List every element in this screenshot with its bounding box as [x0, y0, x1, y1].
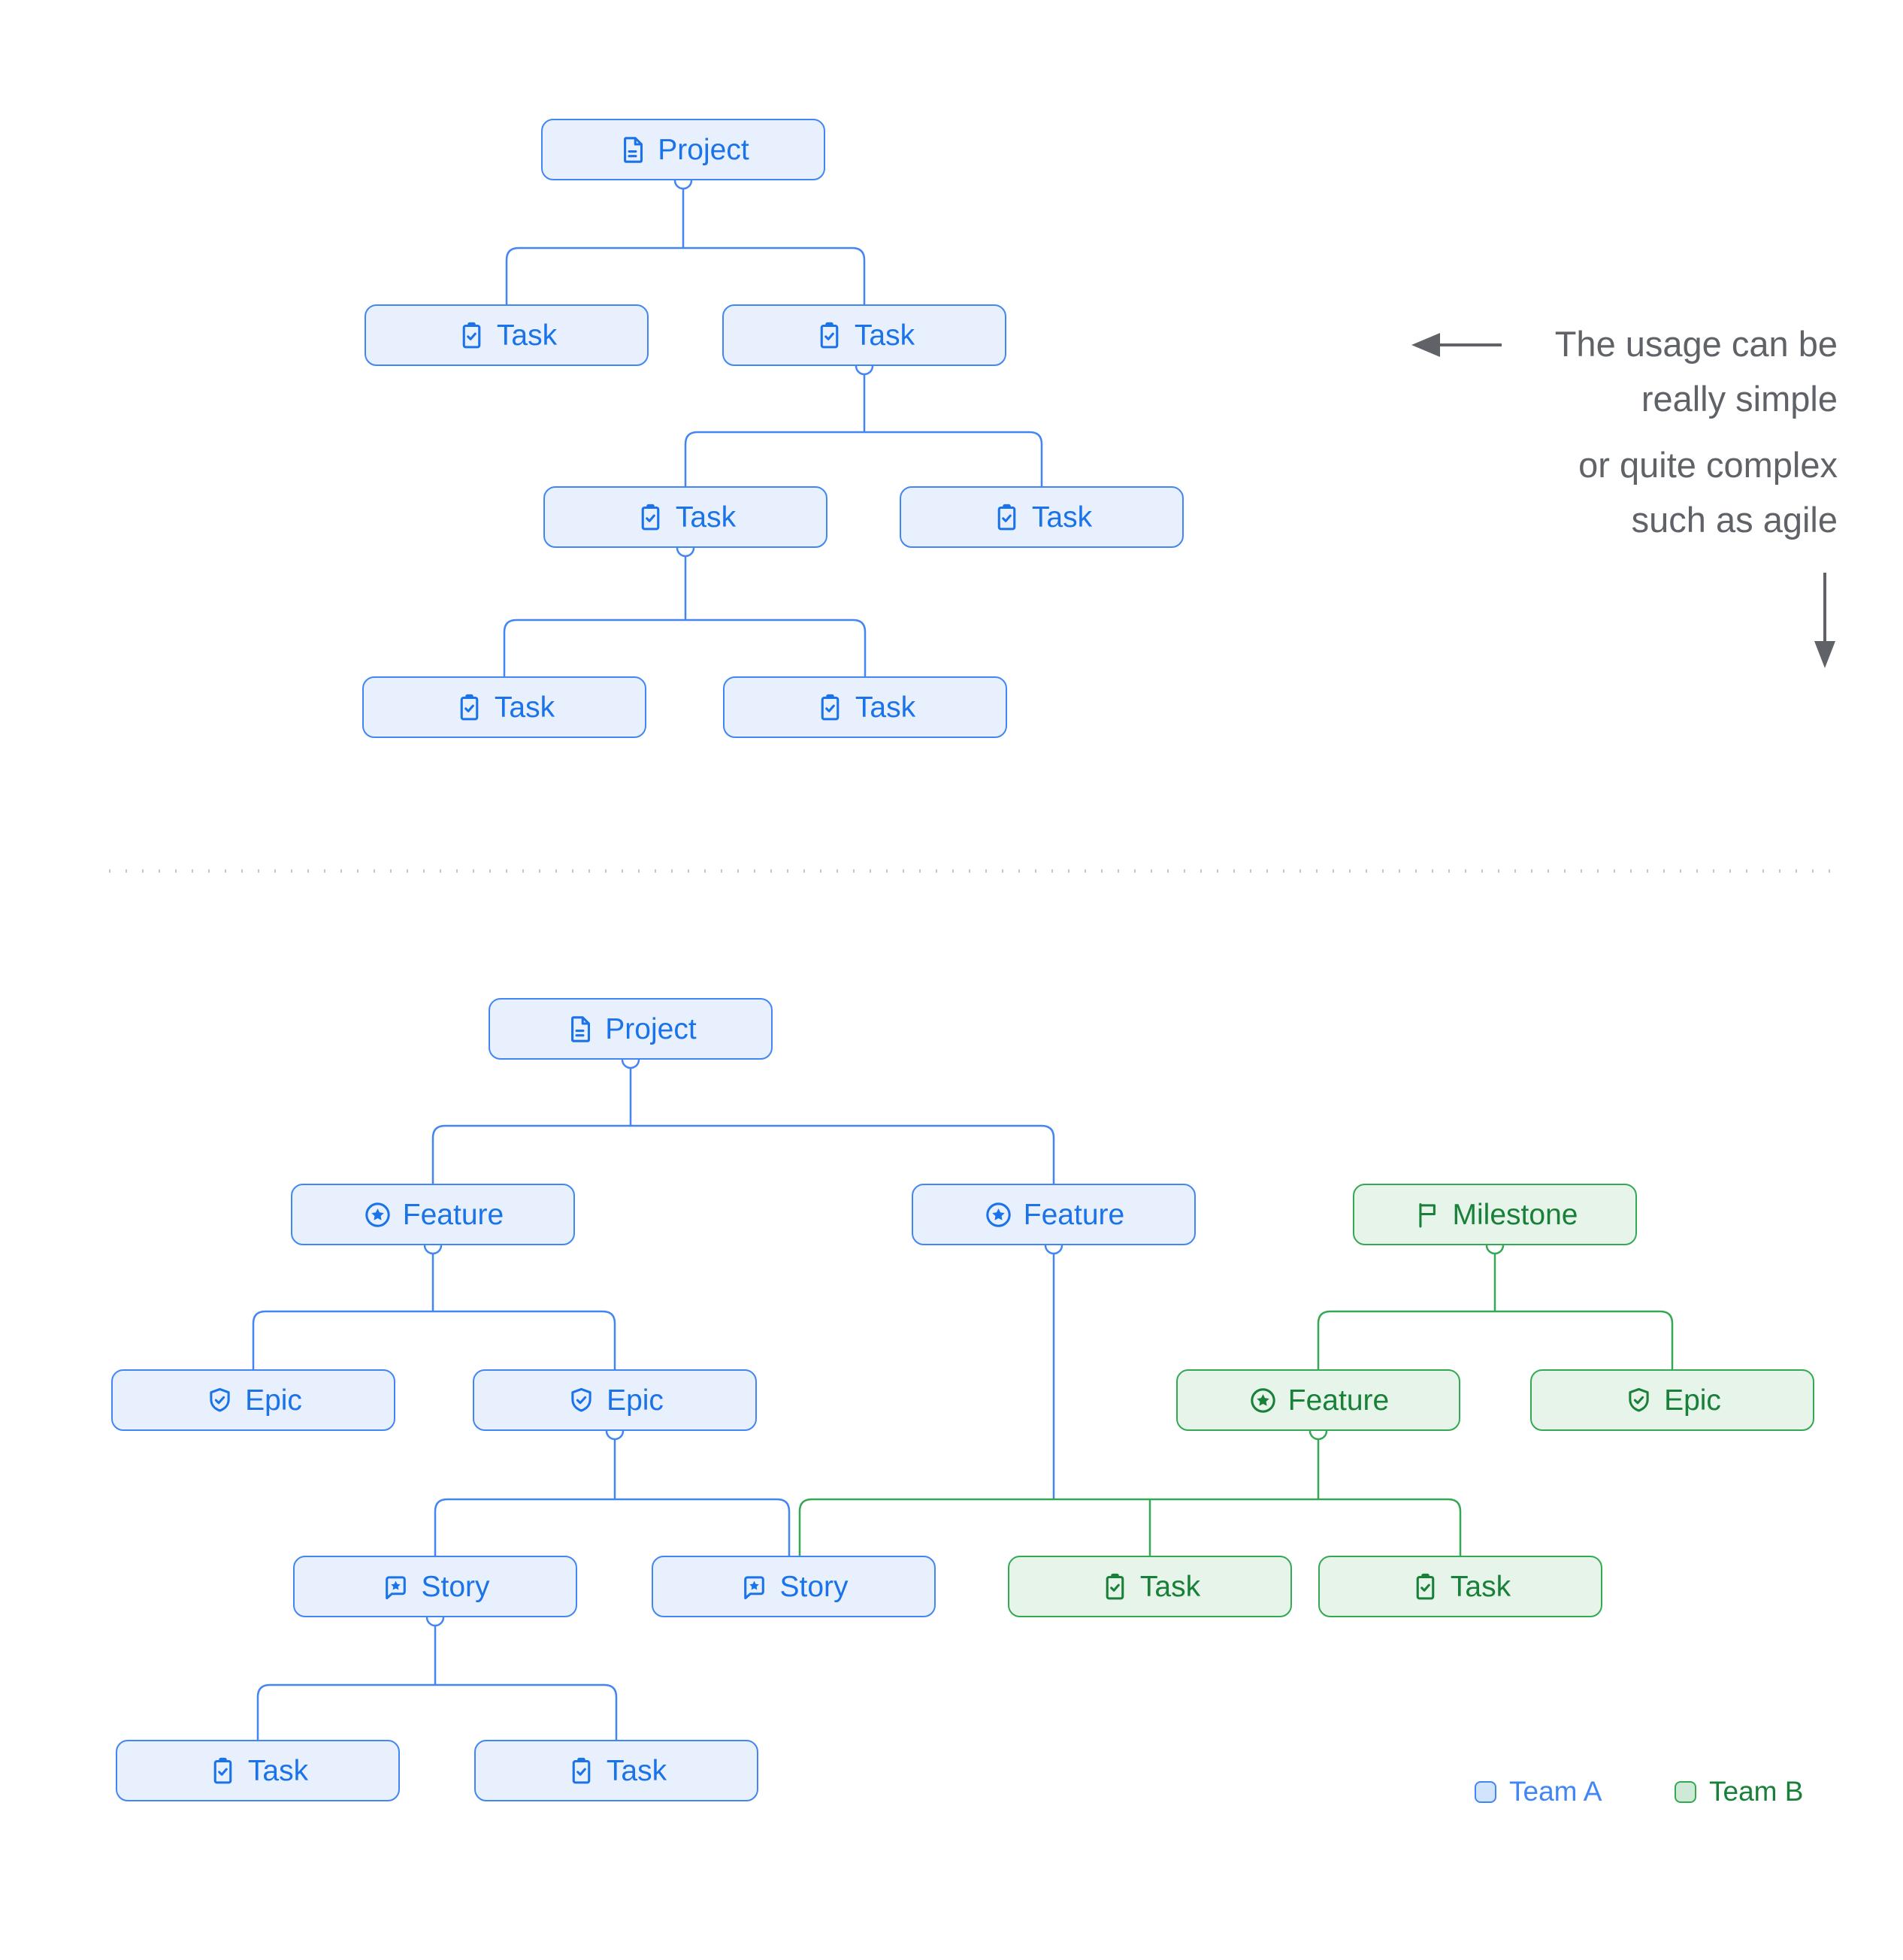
wire: [503, 619, 867, 676]
annotation-line: The usage can be: [1554, 324, 1838, 364]
node-label: Task: [855, 691, 916, 724]
task-check-icon: [1100, 1571, 1130, 1602]
node-task: Task: [723, 676, 1007, 738]
node-task: Task: [543, 486, 827, 548]
wire: [684, 431, 1043, 486]
task-check-icon: [566, 1756, 597, 1786]
wire: [434, 1498, 791, 1556]
node-task: Task: [116, 1740, 400, 1801]
node-label: Story: [779, 1570, 849, 1603]
node-story: Story: [652, 1556, 936, 1617]
annotation-text: The usage can be really simple or quite …: [1349, 316, 1838, 547]
node-feature: Feature: [912, 1184, 1196, 1245]
down-arrow-icon: [1814, 573, 1835, 668]
node-task: Task: [474, 1740, 758, 1801]
node-label: Epic: [1664, 1384, 1721, 1417]
left-arrow-icon: [1411, 333, 1502, 357]
node-label: Task: [1139, 1570, 1201, 1603]
node-project: Project: [541, 119, 825, 180]
node-label: Story: [421, 1570, 490, 1603]
node-label: Task: [675, 501, 737, 534]
annotation-line: such as agile: [1631, 500, 1838, 540]
node-label: Task: [247, 1754, 309, 1787]
task-check-icon: [454, 692, 485, 723]
node-label: Task: [496, 319, 558, 352]
document-icon: [564, 1014, 595, 1045]
annotation-line: or quite complex: [1578, 445, 1838, 485]
node-feature: Feature: [1176, 1369, 1460, 1431]
node-epic: Epic: [111, 1369, 395, 1431]
task-check-icon: [207, 1756, 238, 1786]
team-b-swatch: [1675, 1780, 1696, 1803]
story-star-icon: [739, 1571, 770, 1602]
node-task: Task: [900, 486, 1184, 548]
node-story: Story: [293, 1556, 577, 1617]
node-task: Task: [1008, 1556, 1292, 1617]
node-task: Task: [722, 304, 1006, 366]
task-check-icon: [814, 320, 845, 351]
node-label: Project: [605, 1012, 697, 1045]
epic-shield-icon: [204, 1385, 235, 1416]
legend-team-a: Team A: [1475, 1775, 1602, 1808]
team-a-swatch: [1475, 1780, 1496, 1803]
node-feature: Feature: [291, 1184, 575, 1245]
wire: [431, 1124, 1055, 1184]
wire: [505, 247, 866, 304]
node-label: Feature: [1287, 1384, 1390, 1417]
node-project: Project: [489, 998, 773, 1060]
task-check-icon: [635, 502, 666, 533]
node-label: Task: [854, 319, 915, 352]
node-label: Milestone: [1452, 1198, 1578, 1231]
legend-label: Team B: [1709, 1776, 1804, 1807]
feature-star-icon: [983, 1199, 1014, 1230]
legend-team-b: Team B: [1675, 1775, 1803, 1808]
wire: [252, 1310, 616, 1369]
node-task: Task: [365, 304, 649, 366]
task-check-icon: [1410, 1571, 1441, 1602]
wire: [1317, 1310, 1674, 1369]
feature-star-icon: [1248, 1385, 1278, 1416]
milestone-flag-icon: [1412, 1199, 1443, 1230]
node-label: Feature: [402, 1198, 504, 1231]
story-star-icon: [380, 1571, 411, 1602]
document-icon: [617, 135, 648, 165]
node-label: Project: [658, 133, 749, 166]
legend-label: Team A: [1509, 1776, 1602, 1807]
node-task: Task: [362, 676, 646, 738]
node-label: Task: [1450, 1570, 1511, 1603]
wire: [798, 1498, 1462, 1556]
epic-shield-icon: [566, 1385, 597, 1416]
task-check-icon: [456, 320, 487, 351]
node-epic: Epic: [1530, 1369, 1814, 1431]
task-check-icon: [991, 502, 1022, 533]
node-label: Task: [1031, 501, 1093, 534]
node-label: Task: [606, 1754, 667, 1787]
node-milestone: Milestone: [1353, 1184, 1637, 1245]
task-check-icon: [815, 692, 846, 723]
node-label: Epic: [245, 1384, 302, 1417]
epic-shield-icon: [1623, 1385, 1654, 1416]
wire: [256, 1683, 618, 1740]
node-task: Task: [1318, 1556, 1602, 1617]
node-label: Task: [494, 691, 555, 724]
feature-star-icon: [362, 1199, 393, 1230]
node-epic: Epic: [473, 1369, 757, 1431]
node-label: Feature: [1023, 1198, 1125, 1231]
annotation-line: really simple: [1641, 379, 1838, 419]
node-label: Epic: [607, 1384, 664, 1417]
